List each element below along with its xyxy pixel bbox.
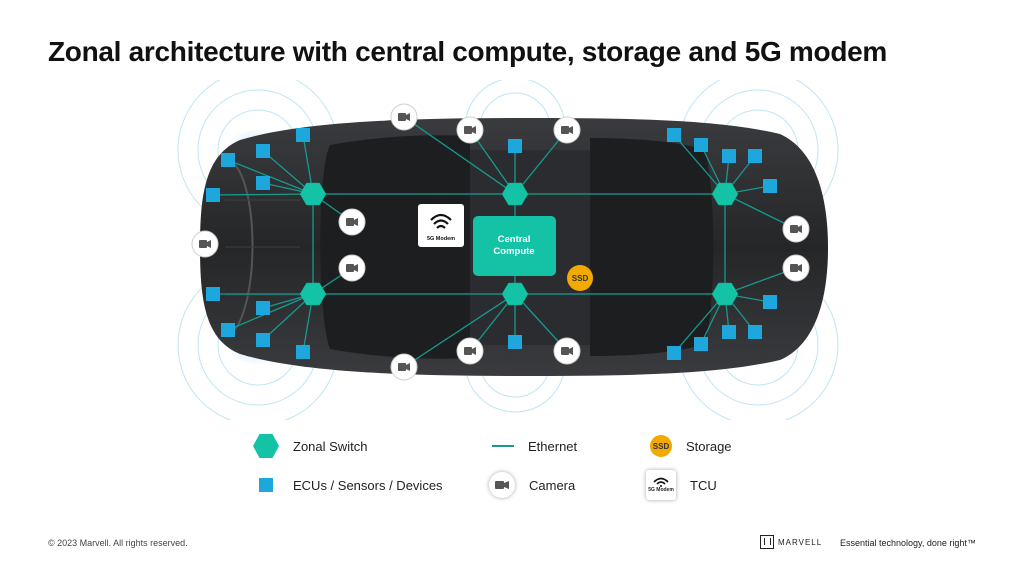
legend-label-storage: Storage — [686, 438, 732, 454]
legend-zonal-switch: Zonal Switch — [253, 431, 367, 461]
central-compute: Central Compute — [473, 216, 556, 276]
legend-label-ecus: ECUs / Sensors / Devices — [293, 477, 443, 493]
ecu-nodes — [206, 128, 777, 360]
legend-label-ethernet: Ethernet — [528, 438, 578, 454]
legend-label-camera: Camera — [529, 477, 576, 493]
copyright: © 2023 Marvell. All rights reserved. — [48, 538, 188, 548]
ssd-label: SSD — [572, 274, 589, 283]
legend: Zonal Switch ECUs / Sensors / Devices Et… — [0, 430, 1024, 510]
central-compute-line2: Compute — [493, 246, 534, 257]
page-title: Zonal architecture with central compute,… — [48, 36, 887, 67]
ssd-icon: SSD — [650, 435, 672, 457]
camera-icon — [489, 472, 515, 498]
central-compute-line1: Central — [498, 234, 531, 245]
modem-tcu: 5G Modem — [418, 204, 464, 247]
zonal-switch-icon — [253, 434, 279, 458]
legend-tcu: 5G Modem TCU — [646, 470, 717, 500]
marvell-logo-icon — [760, 535, 774, 549]
tagline: Essential technology, done right™ — [840, 538, 976, 548]
zonal-switches — [299, 182, 739, 306]
brand-name: MARVELL — [778, 537, 823, 547]
ethernet-line-icon — [492, 445, 514, 447]
legend-ecus: ECUs / Sensors / Devices — [253, 470, 443, 500]
modem-label: 5G Modem — [427, 236, 455, 242]
legend-ethernet: Ethernet — [492, 431, 577, 461]
ecu-square-icon — [259, 478, 273, 492]
marvell-logo: MARVELL — [760, 535, 822, 549]
legend-camera: Camera — [489, 470, 575, 500]
tcu-icon-label: 5G Modem — [648, 487, 674, 493]
car-architecture-diagram: Central Compute 5G Modem SSD — [177, 80, 839, 420]
legend-storage: SSD Storage — [650, 431, 732, 461]
legend-label-zonal-switch: Zonal Switch — [293, 438, 368, 454]
ssd-storage: SSD — [567, 265, 593, 291]
tcu-icon: 5G Modem — [646, 470, 676, 500]
legend-label-tcu: TCU — [690, 477, 717, 493]
